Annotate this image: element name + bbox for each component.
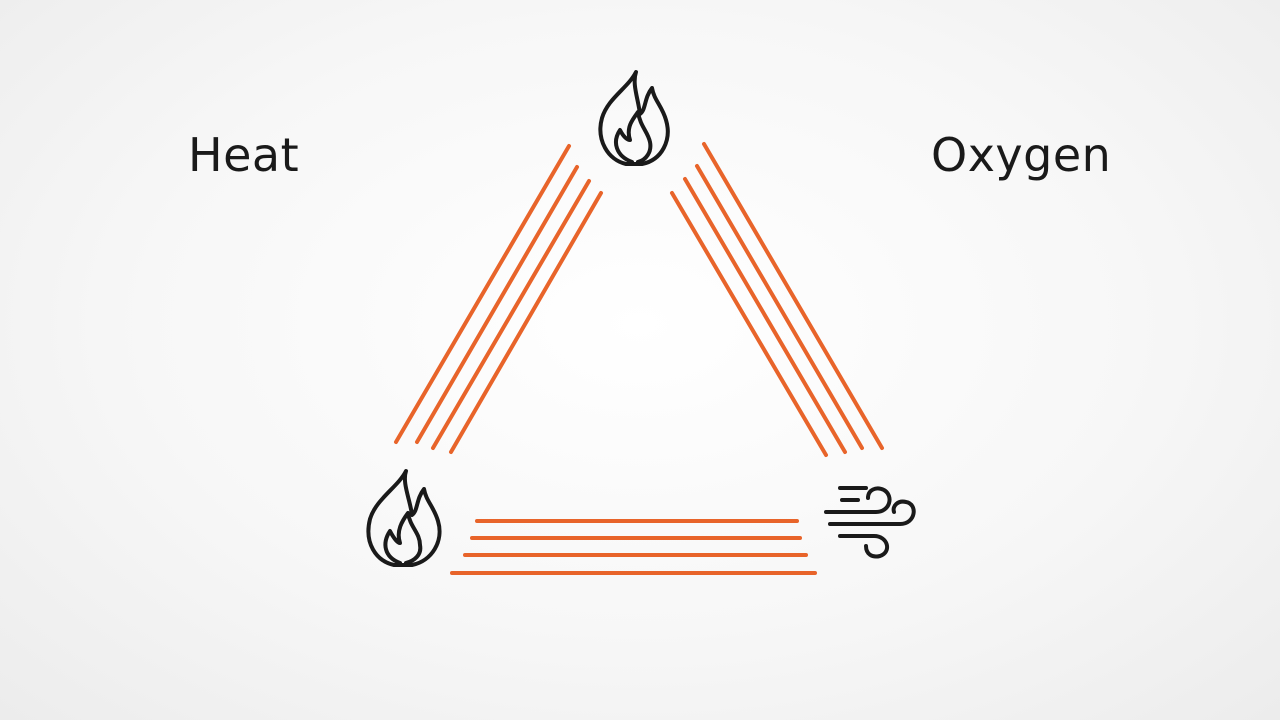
triangle-right-side (670, 142, 884, 457)
flame-icon (366, 469, 442, 567)
left-side-line (449, 191, 603, 454)
right-side-line (683, 177, 847, 454)
right-side-line (702, 142, 884, 450)
left-side-line (431, 179, 591, 450)
triangle-bottom-side (450, 519, 817, 575)
triangle-left-side (394, 144, 603, 454)
wind-icon (824, 486, 916, 559)
left-side-line (394, 144, 571, 444)
left-side-line (415, 165, 579, 444)
flame-icon (598, 70, 670, 166)
right-side-line (670, 191, 828, 457)
heat-label: Heat (188, 128, 300, 182)
right-side-line (695, 164, 864, 450)
oxygen-label: Oxygen (931, 128, 1112, 182)
